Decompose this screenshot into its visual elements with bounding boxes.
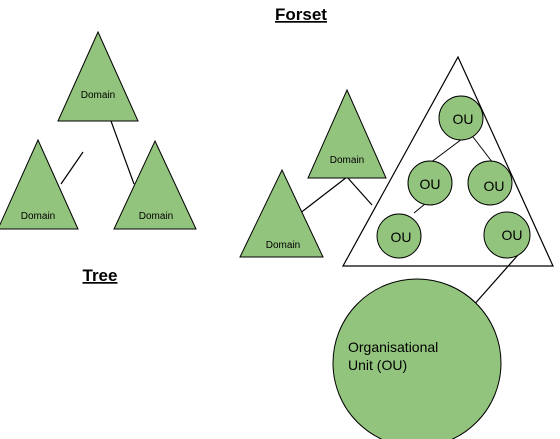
forest-connector-1 (298, 176, 348, 215)
organisational-unit-label-line1: Organisational (348, 339, 438, 355)
domain-triangle (0, 138, 79, 230)
organisational-unit-circle (332, 278, 502, 439)
ou-label: OU (502, 227, 523, 243)
ou-circle (467, 160, 513, 206)
ou-zoom-connector (471, 254, 519, 308)
ou-circle (483, 211, 531, 259)
domain-triangle (307, 88, 387, 179)
ou-label: OU (484, 178, 505, 194)
tree-diagram: Domain Domain Domain Tree (0, 30, 197, 285)
domain-triangle (239, 168, 324, 258)
ou-label: OU (391, 229, 412, 245)
domain-triangle (113, 139, 197, 230)
ou-label: OU (453, 111, 474, 127)
forest-diagram: Forset Domain Domain OU OU OU OU OU Orga… (239, 5, 554, 439)
domain-label: Domain (266, 240, 300, 251)
tree-title: Tree (83, 266, 118, 285)
domain-label: Domain (21, 211, 55, 222)
organisational-unit-label-line2: Unit (OU) (348, 357, 407, 373)
forest-title: Forset (275, 5, 327, 24)
domain-label: Domain (81, 90, 115, 101)
ou-circle (376, 213, 422, 259)
domain-triangle (57, 30, 139, 122)
tree-connector-right (110, 120, 135, 185)
domain-label: Domain (139, 211, 173, 222)
ou-label: OU (420, 176, 441, 192)
domain-label: Domain (330, 155, 364, 166)
ou-circle (438, 95, 484, 141)
tree-connector-left (60, 151, 84, 185)
ou-circle (407, 160, 453, 206)
forest-connector-2 (346, 176, 373, 206)
